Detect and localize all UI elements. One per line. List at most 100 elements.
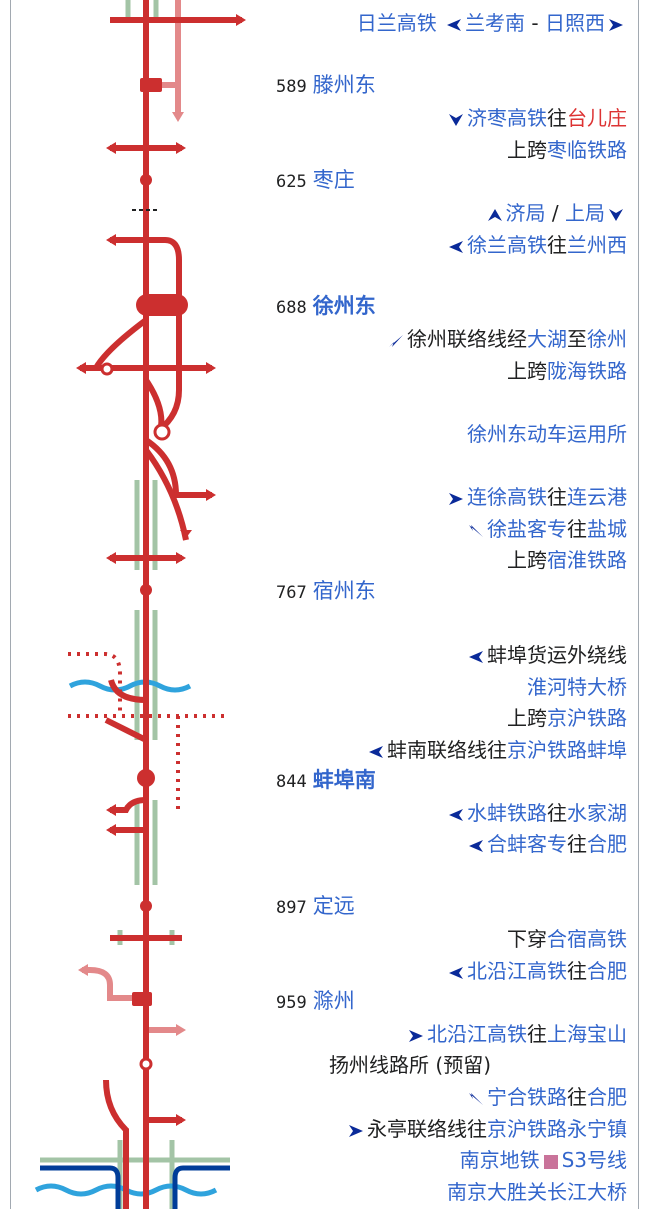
station-link[interactable]: 枣庄 <box>312 168 355 192</box>
left-arrow-icon <box>368 745 384 759</box>
shuijiahu-link[interactable]: 水家湖 <box>567 801 627 825</box>
right-arrow-icon <box>408 1029 424 1043</box>
zaolin-rail-link[interactable]: 枣临铁路 <box>547 138 627 162</box>
rilan-hsr-link[interactable]: 日兰高铁 <box>356 11 437 35</box>
station-link[interactable]: 滁州 <box>312 989 355 1013</box>
s3-line-link[interactable]: S3号线 <box>561 1148 627 1172</box>
station-link[interactable]: 定远 <box>312 894 355 918</box>
station-link[interactable]: 滕州东 <box>312 73 376 97</box>
hefei-link[interactable]: 合肥 <box>587 1085 627 1109</box>
row-lianxu-hsr: 连徐高铁往连云港 <box>445 484 627 510</box>
km-marker: 767 <box>276 583 307 603</box>
station-link[interactable]: 徐州东 <box>312 294 376 318</box>
toward-label: 往 <box>547 106 567 130</box>
link-line-label: 永亭联络线往 <box>367 1117 487 1141</box>
rizhaoxi-link[interactable]: 日照西 <box>545 11 605 35</box>
left-arrow-icon <box>468 650 484 664</box>
link-line-label: 徐州联络线经 <box>407 327 527 351</box>
metro-s3-track <box>40 1165 230 1209</box>
row-dashengguan-bridge: 南京大胜关长江大桥 <box>447 1179 627 1205</box>
xulan-hsr-link[interactable]: 徐兰高铁 <box>467 233 547 257</box>
route-map-diagram <box>34 0 246 1209</box>
hefei-link[interactable]: 合肥 <box>587 959 627 983</box>
shanghai-baoshan-link[interactable]: 上海宝山 <box>547 1022 627 1046</box>
jizao-hsr-link[interactable]: 济枣高铁 <box>467 106 547 130</box>
left-arrow-icon <box>448 808 464 822</box>
row-xulan-hsr: 徐兰高铁往兰州西 <box>445 232 627 258</box>
jinghu-yongningzhen-link[interactable]: 京沪铁路永宁镇 <box>487 1117 627 1141</box>
km-marker: 625 <box>276 172 307 192</box>
suhuai-rail-link[interactable]: 宿淮铁路 <box>547 548 627 572</box>
lanzhouxi-link[interactable]: 兰州西 <box>567 233 627 257</box>
row-suhuai-rail: 上跨宿淮铁路 <box>507 547 627 573</box>
dahu-link[interactable]: 大湖 <box>527 327 567 351</box>
row-bengbu-freight-bypass: 蚌埠货运外绕线 <box>465 642 627 668</box>
beiyanjiang-hsr-link[interactable]: 北沿江高铁 <box>427 1022 527 1046</box>
undercross-label: 下穿 <box>507 927 547 951</box>
signal-box-label: 扬州线路所 (预留) <box>329 1053 491 1077</box>
huaihe-bridge-link[interactable]: 淮河特大桥 <box>527 675 627 699</box>
yancheng-link[interactable]: 盐城 <box>587 517 627 541</box>
toward-label: 往 <box>567 832 587 856</box>
jinghu-bengbu-link[interactable]: 京沪铁路蚌埠 <box>507 738 627 762</box>
shuibeng-rail-link[interactable]: 水蚌铁路 <box>467 801 547 825</box>
freight-bypass-label: 蚌埠货运外绕线 <box>487 643 627 667</box>
longhai-rail-link[interactable]: 陇海铁路 <box>547 359 627 383</box>
toward-label: 往 <box>547 233 567 257</box>
ninghe-rail-link[interactable]: 宁合铁路 <box>487 1085 567 1109</box>
jinghu-rail-link[interactable]: 京沪铁路 <box>547 706 627 730</box>
row-bureau-boundary: 济局 / 上局 <box>484 200 627 226</box>
jinan-bureau-link[interactable]: 济局 <box>505 201 546 225</box>
station-link[interactable]: 宿州东 <box>312 579 376 603</box>
junction-marker <box>100 362 114 376</box>
row-beiyanjiang-west: 北沿江高铁往合肥 <box>445 958 627 984</box>
signal-box-marker <box>139 1057 153 1071</box>
left-arrow-icon <box>448 966 464 980</box>
depot-marker <box>153 423 171 441</box>
hesu-hsr-link[interactable]: 合宿高铁 <box>547 927 627 951</box>
lianxu-hsr-link[interactable]: 连徐高铁 <box>467 485 547 509</box>
up-arrow-icon <box>487 208 503 222</box>
hebeng-pdl-link[interactable]: 合蚌客专 <box>487 832 567 856</box>
km-marker: 688 <box>276 298 307 318</box>
toward-label: 往 <box>547 801 567 825</box>
stations <box>132 78 188 1006</box>
xuzhou-link[interactable]: 徐州 <box>587 327 627 351</box>
left-arrow-icon <box>446 18 462 32</box>
row-emu-depot: 徐州东动车运用所 <box>467 421 627 447</box>
shanghai-bureau-link[interactable]: 上局 <box>565 201 605 225</box>
row-jinghu-rail: 上跨京沪铁路 <box>507 705 627 731</box>
lankaonan-link[interactable]: 兰考南 <box>465 11 526 35</box>
toward-label: 往 <box>547 485 567 509</box>
left-arrow-icon <box>468 839 484 853</box>
beiyanjiang-hsr-link[interactable]: 北沿江高铁 <box>467 959 567 983</box>
hefei-link[interactable]: 合肥 <box>587 832 627 856</box>
right-arrow-icon <box>608 18 624 32</box>
light-branches <box>82 0 181 1033</box>
station-link[interactable]: 蚌埠南 <box>312 768 376 792</box>
light-arrows <box>78 112 186 1036</box>
down-arrow-icon <box>608 208 624 222</box>
dashengguan-bridge-link[interactable]: 南京大胜关长江大桥 <box>447 1180 627 1204</box>
down-right-arrow-icon <box>468 1092 484 1106</box>
row-yangzhou-signal-box: 扬州线路所 (预留) <box>329 1052 491 1078</box>
nanjing-metro-link[interactable]: 南京地铁 <box>459 1148 540 1172</box>
s3-line-color-icon <box>543 1154 558 1169</box>
crossing-label: 上跨 <box>507 138 547 162</box>
row-rilan-hsr: 日兰高铁 兰考南 - 日照西 <box>357 10 627 36</box>
down-right-arrow-icon <box>468 524 484 538</box>
lianyungang-link[interactable]: 连云港 <box>567 485 627 509</box>
taierzhuang-link[interactable]: 台儿庄 <box>567 106 627 130</box>
separator: - <box>525 11 545 35</box>
toward-label: 往 <box>567 517 587 541</box>
parallel-tracks <box>40 0 230 1209</box>
separator: / <box>545 201 565 225</box>
emu-depot-link[interactable]: 徐州东动车运用所 <box>467 422 627 446</box>
left-arrow-icon <box>448 240 464 254</box>
xuyan-pdl-link[interactable]: 徐盐客专 <box>487 517 567 541</box>
